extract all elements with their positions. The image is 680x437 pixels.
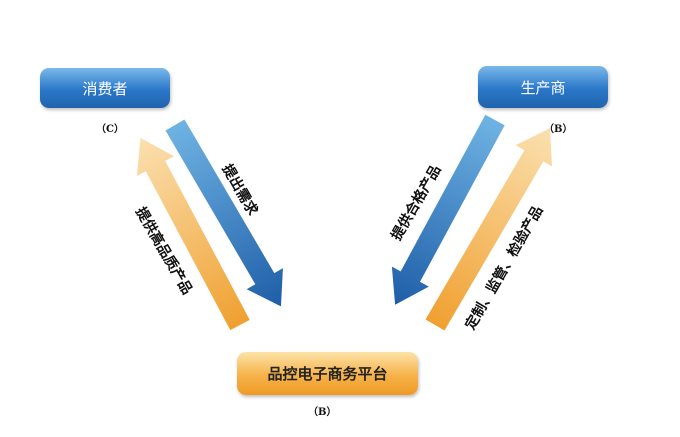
- arrow-producer-to-platform: [391, 114, 505, 305]
- consumer-tag: （C）: [96, 124, 124, 135]
- platform-tag: （B）: [308, 407, 337, 418]
- platform-node: 品控电子商务平台: [237, 352, 418, 395]
- arrow-platform-to-producer: [425, 128, 553, 331]
- arrow-platform-to-consumer: [136, 137, 250, 331]
- arrow-consumer-to-platform: [165, 119, 283, 307]
- producer-tag: （B）: [544, 124, 573, 135]
- consumer-node: 消费者: [40, 68, 170, 108]
- producer-node: 生产商: [478, 66, 608, 108]
